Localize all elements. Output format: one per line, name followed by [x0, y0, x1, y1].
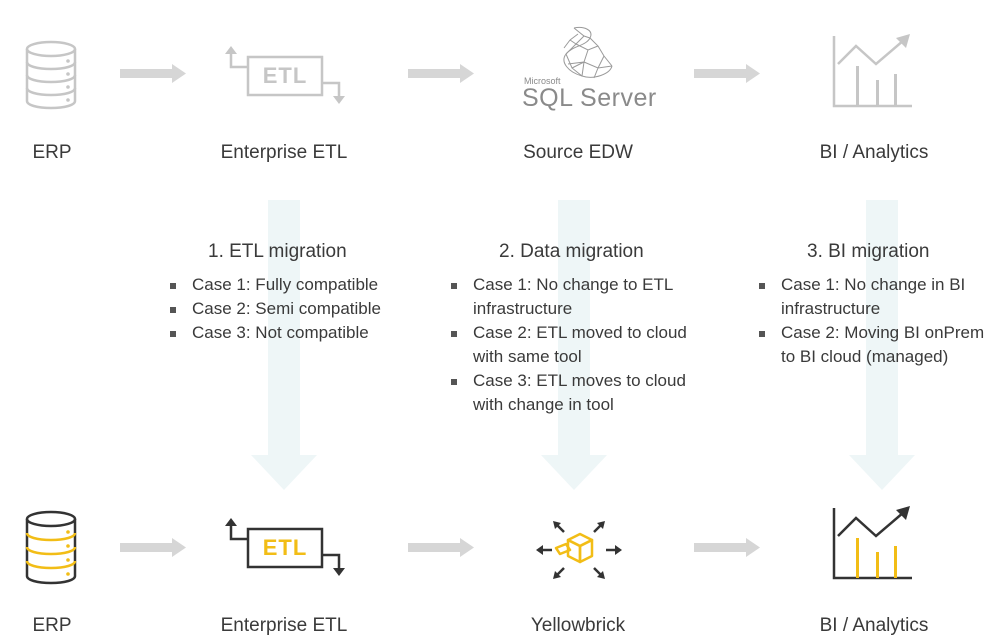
list-item: Case 3: ETL moves to cloud with change i… [447, 369, 709, 417]
list-item: Case 1: Fully compatible [166, 273, 436, 297]
bi-migration-block: 3. BI migration Case 1: No change in BI … [755, 241, 996, 369]
yellowbrick-logo-icon [536, 521, 622, 579]
etl-migration-down-arrow [251, 200, 317, 490]
flow-arrow-bottom-1 [120, 538, 186, 557]
bi-migration-title: 3. BI migration [807, 241, 930, 262]
etl-icon: ETL [222, 44, 348, 106]
data-migration-down-arrow [541, 200, 607, 490]
list-item: Case 3: Not compatible [166, 321, 436, 345]
etl-migration-cases: Case 1: Fully compatible Case 2: Semi co… [166, 273, 436, 345]
flow-arrow-top-3 [694, 64, 760, 83]
database-icon-highlighted [25, 510, 77, 585]
etl-migration-block: 1. ETL migration Case 1: Fully compatibl… [166, 241, 436, 345]
bottom-erp-label: ERP [32, 615, 72, 636]
etl-arrows-icon [225, 46, 345, 104]
sql-server-text: SQL Server [522, 84, 657, 112]
bar-chart-icon [832, 34, 912, 108]
list-item: Case 1: No change to ETL infrastructure [447, 273, 709, 321]
bottom-bi-label: BI / Analytics [819, 615, 929, 636]
flow-arrow-bottom-2 [408, 538, 474, 557]
list-item: Case 2: Semi compatible [166, 297, 436, 321]
top-erp-label: ERP [32, 142, 72, 163]
list-item: Case 2: Moving BI onPrem to BI cloud (ma… [755, 321, 991, 369]
sql-server-wireframe-icon [563, 27, 613, 79]
etl-icon-highlighted: ETL [222, 516, 348, 578]
bottom-etl-label: Enterprise ETL [220, 615, 348, 636]
bi-migration-down-arrow [849, 200, 915, 490]
top-edw-label: Source EDW [523, 142, 633, 163]
sql-microsoft-text: Microsoft [524, 76, 561, 86]
top-bi-label: BI / Analytics [819, 142, 929, 163]
flow-arrow-top-1 [120, 64, 186, 83]
sql-server-logo: Microsoft SQL Server [520, 24, 656, 116]
etl-icon-text: ETL [262, 63, 308, 88]
data-migration-title: 2. Data migration [499, 241, 644, 262]
bottom-yellowbrick-label: Yellowbrick [530, 615, 626, 636]
list-item: Case 1: No change in BI infrastructure [755, 273, 991, 321]
flow-arrow-bottom-3 [694, 538, 760, 557]
top-etl-label: Enterprise ETL [220, 142, 348, 163]
etl-arrows-icon [225, 518, 345, 576]
data-migration-block: 2. Data migration Case 1: No change to E… [447, 241, 717, 417]
bar-chart-icon-highlighted [832, 506, 912, 580]
list-item: Case 2: ETL moved to cloud with same too… [447, 321, 709, 369]
flow-arrow-top-2 [408, 64, 474, 83]
etl-icon-text: ETL [262, 535, 308, 560]
bi-migration-cases: Case 1: No change in BI infrastructure C… [755, 273, 991, 369]
etl-migration-title: 1. ETL migration [208, 241, 347, 262]
data-migration-cases: Case 1: No change to ETL infrastructure … [447, 273, 709, 417]
database-icon [25, 40, 77, 110]
